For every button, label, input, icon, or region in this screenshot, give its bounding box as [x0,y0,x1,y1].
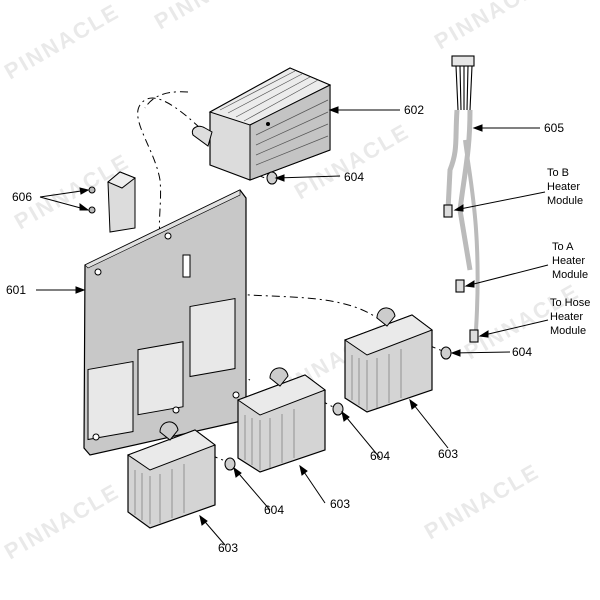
wiring-harness [443,55,480,343]
callout-602: 602 [404,103,424,117]
callout-606: 606 [12,190,32,204]
callout-605: 605 [544,121,564,135]
callout-604: 604 [264,503,284,517]
watermark-text: PINNACLE [0,0,124,84]
note-line: Heater [550,311,583,323]
watermark-text: PINNACLE [430,0,554,54]
heater-module [236,367,327,473]
heater-module [343,307,434,413]
callout-601: 601 [6,283,26,297]
control-box [191,67,332,181]
note-line: To A [552,241,574,253]
heater-module [126,421,217,529]
callout-604: 604 [370,449,390,463]
callout-603: 603 [438,447,458,461]
note-line: To B [547,167,569,179]
note-b-heater: To B Heater Module [547,167,583,207]
callout-603: 603 [330,497,350,511]
bracket-and-screws [88,171,137,233]
note-line: Module [552,269,588,281]
note-line: Module [547,195,583,207]
callout-604: 604 [512,345,532,359]
callout-603: 603 [218,541,238,555]
note-line: To Hose [550,297,590,309]
watermark-text: PINNACLE [420,458,544,544]
callout-604: 604 [344,170,364,184]
watermark-text: PINNACLE [150,0,274,34]
mounting-plate [83,189,247,456]
note-line: Heater [547,181,580,193]
note-a-heater: To A Heater Module [552,241,588,281]
nut-fasteners [224,171,452,471]
leader-lines [36,106,549,546]
note-line: Module [550,325,586,337]
watermark-text: PINNACLE [0,478,124,564]
note-line: Heater [552,255,585,267]
note-hose-heater: To Hose Heater Module [550,297,590,337]
